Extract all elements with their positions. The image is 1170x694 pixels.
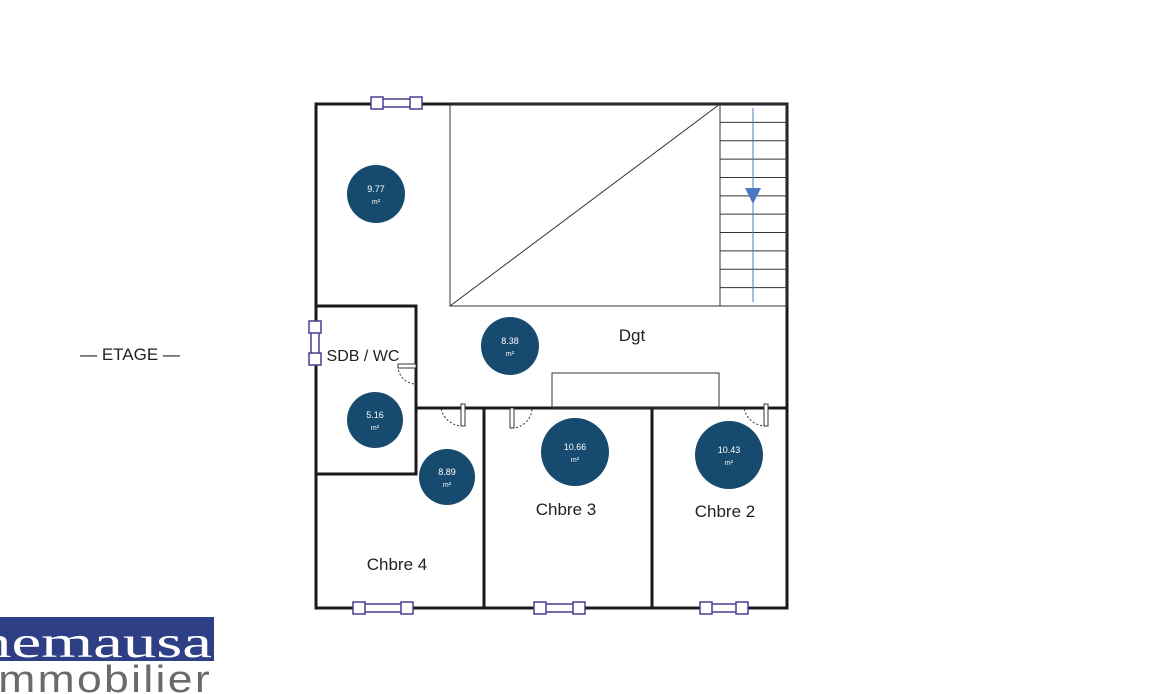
- area-badge: 8.38 m²: [481, 317, 539, 375]
- room-label-chbre3: Chbre 3: [536, 500, 596, 519]
- area-unit: m²: [571, 457, 580, 464]
- logo-sub-text: immobilier: [0, 659, 212, 694]
- area-value: 8.89: [438, 467, 456, 477]
- area-value: 5.16: [366, 410, 384, 420]
- area-badge: 5.16 m²: [347, 392, 403, 448]
- room-label-chbre2: Chbre 2: [695, 502, 755, 521]
- doors: [397, 363, 769, 429]
- area-unit: m²: [506, 351, 515, 358]
- door-sdb: [397, 363, 417, 385]
- company-logo: nemausa immobilier: [0, 617, 214, 694]
- area-unit: m²: [372, 199, 381, 206]
- area-unit: m²: [443, 482, 452, 489]
- area-badge: 8.89 m²: [419, 449, 475, 505]
- area-value: 9.77: [367, 184, 385, 194]
- room-label-sdb-wc: SDB / WC: [327, 348, 400, 365]
- corridor-cabinet: [551, 372, 720, 409]
- stair-arrow-icon: [745, 188, 761, 204]
- area-badge: 10.43 m²: [695, 421, 763, 489]
- area-badge: 10.66 m²: [541, 418, 609, 486]
- window-sdb: [308, 320, 322, 366]
- window-chbre4: [352, 601, 414, 615]
- stair-void: [449, 103, 721, 307]
- area-unit: m²: [725, 460, 734, 467]
- sdb-wall: [316, 304, 418, 476]
- area-value: 10.43: [718, 445, 741, 455]
- logo-band: [0, 617, 214, 661]
- door-chbre2: [743, 403, 769, 427]
- room-label-chbre4: Chbre 4: [367, 555, 427, 574]
- windows: [308, 96, 749, 615]
- window-top: [370, 96, 423, 110]
- floor-label: — ETAGE —: [80, 345, 180, 364]
- door-chbre4: [440, 403, 466, 427]
- window-chbre2: [699, 601, 749, 615]
- room-label-dgt: Dgt: [619, 326, 646, 345]
- window-chbre3: [533, 601, 586, 615]
- logo-brand-text: nemausa: [0, 618, 212, 667]
- area-value: 10.66: [564, 442, 587, 452]
- area-unit: m²: [371, 425, 380, 432]
- area-badge: 9.77 m²: [347, 165, 405, 223]
- door-chbre3: [509, 407, 533, 429]
- area-value: 8.38: [501, 336, 519, 346]
